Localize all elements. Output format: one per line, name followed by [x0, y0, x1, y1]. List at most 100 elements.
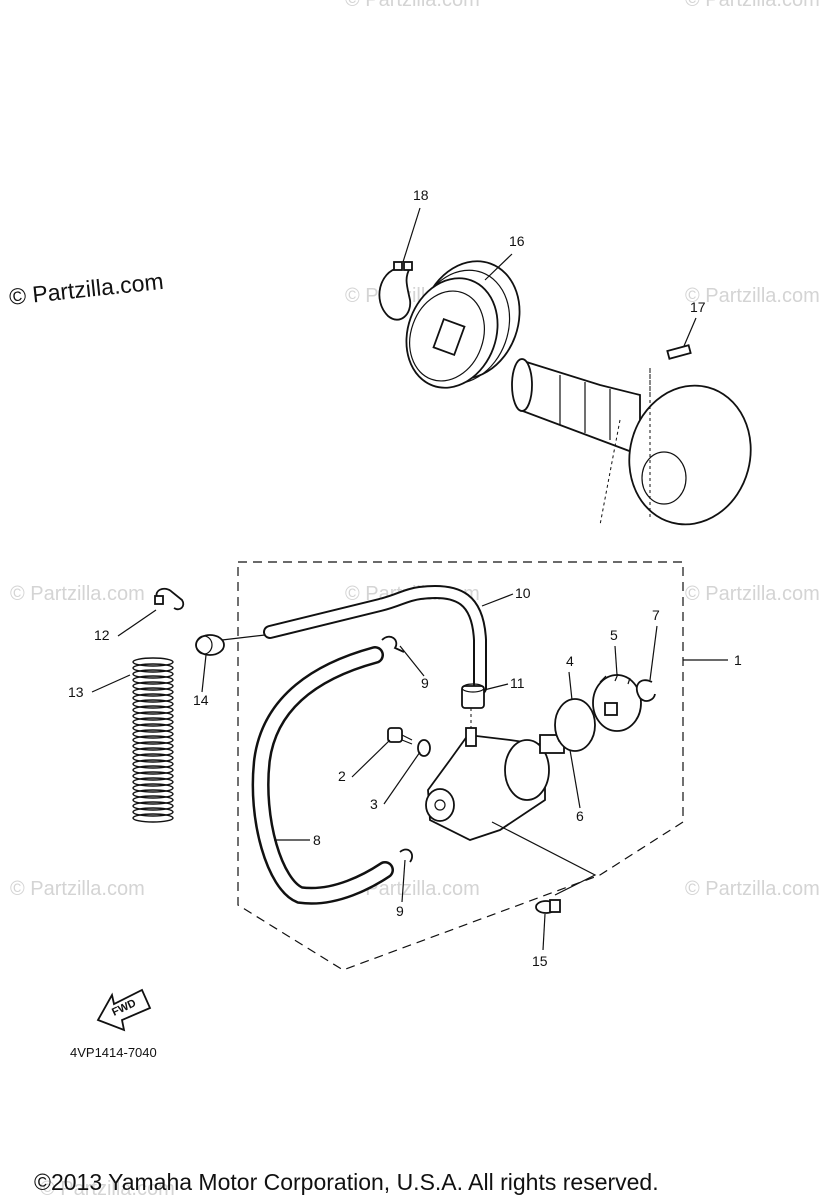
spring-coil: [132, 669, 174, 679]
hose-part-10: [263, 585, 487, 695]
spring-coil: [132, 807, 174, 817]
watermark-text: © Partzilla.com: [685, 285, 820, 307]
clip-part-9-top: [381, 635, 405, 653]
spring-coil: [132, 765, 174, 775]
circlip-part-18: [378, 267, 412, 321]
callout-13: 13: [68, 684, 84, 700]
spring-coil: [132, 777, 174, 787]
leader-14: [201, 654, 207, 693]
spring-coil: [132, 789, 174, 799]
leader-15-dash: [491, 821, 597, 896]
oil-pump-body: [425, 708, 565, 841]
leader-14-to-hose: [221, 634, 266, 641]
callout-3: 3: [370, 796, 378, 812]
clip-part-9-bottom: [399, 848, 413, 863]
callout-6: 6: [576, 808, 584, 824]
leader-9-top: [399, 645, 425, 677]
fwd-arrow-icon: FWD: [96, 988, 152, 1032]
gear-housing: [628, 384, 752, 526]
leader-4: [568, 671, 573, 701]
spring-coil: [132, 657, 174, 667]
watermark-text: © Partzilla.com: [345, 0, 480, 11]
spring-coil: [132, 729, 174, 739]
hose-part-8: [251, 646, 394, 905]
spring-coil: [132, 735, 174, 745]
spring-coil: [132, 711, 174, 721]
callout-15: 15: [532, 953, 548, 969]
partzilla-watermark: © Partzilla.com: [8, 268, 165, 310]
spring-coil: [132, 813, 174, 823]
leader-11: [483, 683, 509, 691]
connector-part-11: [461, 685, 485, 709]
shaft-end: [511, 358, 533, 412]
leader-17: [683, 317, 697, 347]
pump-outlet-nipple: [465, 727, 477, 747]
oring-part-4: [554, 698, 596, 752]
screw-part-15-shank: [549, 899, 561, 913]
connector-top: [461, 683, 485, 693]
spring-coil: [132, 699, 174, 709]
shaft-ridges: [559, 375, 611, 440]
callout-12: 12: [94, 627, 110, 643]
callout-16: 16: [509, 233, 525, 249]
diagram-part-number: 4VP1414-7040: [70, 1045, 157, 1060]
leader-5: [614, 645, 618, 676]
mount-hole: [434, 799, 446, 811]
watermark-text: © Partzilla.com: [685, 0, 820, 11]
spring-coil: [132, 717, 174, 727]
bolt-thread: [401, 734, 413, 745]
grommet-part-14: [195, 634, 225, 656]
leader-9-bottom: [401, 859, 406, 903]
circlip-eye: [393, 261, 403, 271]
callout-5: 5: [610, 627, 618, 643]
assembly-boundary: [237, 561, 684, 971]
spring-coil: [132, 741, 174, 751]
leader-15: [542, 913, 546, 951]
spring-coil: [132, 723, 174, 733]
callout-7: 7: [652, 607, 660, 623]
callout-18: 18: [413, 187, 429, 203]
watermark-text: © Partzilla.com: [685, 583, 820, 605]
housing-boss: [641, 451, 687, 505]
leader-12: [117, 609, 157, 637]
watermark-text: © Partzilla.com: [10, 878, 145, 900]
pulley-keyway: [432, 317, 466, 357]
bolt-part-2: [387, 727, 403, 743]
pulley-assembly: [378, 260, 752, 526]
pump-drive-cover: [504, 739, 550, 801]
spring-coil: [132, 771, 174, 781]
lower-callouts: 1 2 3 4 5 6 7 8 9 9 10 11 12 13 14 15: [68, 585, 742, 969]
leader-7: [649, 625, 658, 681]
spring-coil: [132, 705, 174, 715]
pin-part-17: [666, 344, 692, 360]
clip-part-7: [635, 679, 656, 702]
washer-part-3: [417, 739, 431, 757]
upper-callouts: 18 16 17: [402, 187, 706, 347]
pump-mount-lug: [425, 788, 455, 822]
shaft-body: [519, 358, 641, 457]
callout-8: 8: [313, 832, 321, 848]
watermark-text: © Partzilla.com: [40, 1178, 175, 1200]
callout-4: 4: [566, 653, 574, 669]
leader-3: [383, 751, 421, 805]
spring-coil: [132, 675, 174, 685]
spring-coil: [132, 795, 174, 805]
leader-16: [484, 253, 513, 281]
callout-2: 2: [338, 768, 346, 784]
spring-coil: [132, 687, 174, 697]
spring-coil: [132, 759, 174, 769]
leader-6: [569, 749, 581, 809]
spring-part-13: [132, 657, 174, 823]
spring-coil: [132, 747, 174, 757]
callout-14: 14: [193, 692, 209, 708]
callout-10: 10: [515, 585, 531, 601]
spring-coil: [132, 783, 174, 793]
clip-part-12: [154, 587, 185, 611]
spring-coil: [132, 663, 174, 673]
pulley-groove: [409, 290, 485, 382]
watermark-text: © Partzilla.com: [685, 878, 820, 900]
gear-bore: [604, 702, 618, 716]
callout-9-bottom: 9: [396, 903, 404, 919]
leader-13: [91, 674, 131, 693]
